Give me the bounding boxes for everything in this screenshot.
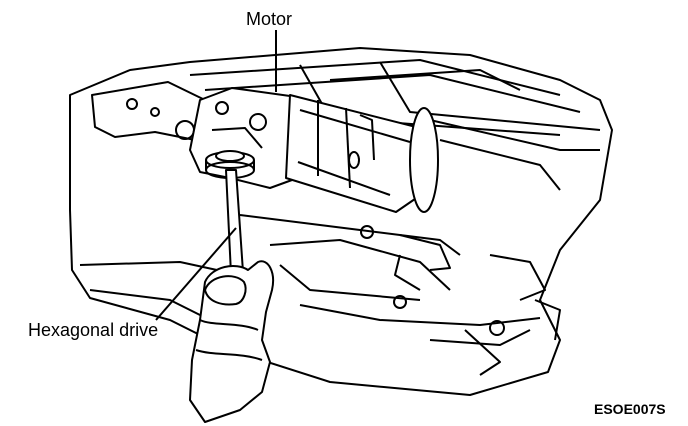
motor-label: Motor xyxy=(246,9,293,29)
motor-body xyxy=(285,94,439,213)
hex-drive-leader xyxy=(155,227,237,321)
hexagonal-drive-label: Hexagonal drive xyxy=(28,320,159,340)
motor-bracket xyxy=(91,81,211,141)
drive-socket xyxy=(205,150,255,179)
leader-lines xyxy=(155,30,277,321)
hex-drive-tool xyxy=(225,169,244,275)
underbody-panel xyxy=(69,47,613,396)
hand xyxy=(189,260,274,423)
figure-code: ESOE007S xyxy=(594,401,666,417)
